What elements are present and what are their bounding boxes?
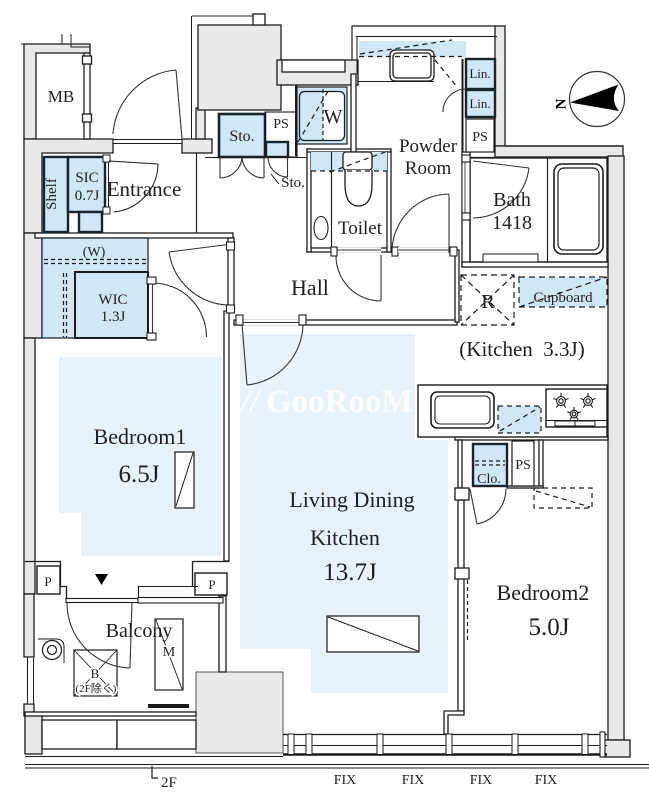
svg-text:Powder: Powder: [399, 136, 458, 157]
svg-text:B: B: [91, 666, 100, 681]
svg-text:(W): (W): [83, 245, 106, 260]
svg-text:2F: 2F: [161, 775, 177, 791]
svg-text:Bath: Bath: [493, 189, 531, 211]
svg-text:Clo.: Clo.: [477, 472, 501, 487]
svg-text:0.7J: 0.7J: [75, 188, 100, 204]
svg-text:W: W: [324, 106, 343, 128]
svg-text://: //: [239, 384, 262, 420]
svg-text:Bedroom1: Bedroom1: [94, 424, 187, 449]
svg-text:Cupboard: Cupboard: [533, 290, 593, 306]
svg-text:Sto.: Sto.: [281, 175, 305, 191]
svg-text:P: P: [44, 574, 51, 589]
svg-text:Lin.: Lin.: [469, 66, 490, 81]
svg-text:R: R: [481, 291, 495, 313]
svg-text:PS: PS: [273, 117, 289, 132]
svg-text:13.7J: 13.7J: [323, 559, 377, 586]
svg-text:Living Dining: Living Dining: [289, 487, 414, 512]
svg-text:PS: PS: [472, 130, 488, 145]
svg-text:5.0J: 5.0J: [529, 614, 570, 641]
svg-text:(2F除く): (2F除く): [76, 681, 117, 695]
svg-text:Hall: Hall: [291, 275, 329, 300]
svg-text:FIX: FIX: [334, 773, 357, 788]
svg-text:6.5J: 6.5J: [119, 461, 160, 488]
svg-text:FIX: FIX: [402, 773, 425, 788]
svg-text:Room: Room: [405, 158, 452, 179]
svg-text:Bedroom2: Bedroom2: [497, 580, 590, 605]
svg-text:N: N: [554, 98, 570, 109]
svg-text:GooRooM: GooRooM: [266, 384, 413, 420]
svg-text:P: P: [208, 577, 215, 592]
svg-text:SIC: SIC: [75, 170, 98, 186]
svg-text:WIC: WIC: [98, 292, 127, 308]
svg-text:Lin.: Lin.: [469, 96, 490, 111]
svg-text:M: M: [163, 645, 176, 660]
svg-text:Toilet: Toilet: [338, 218, 383, 239]
svg-text:1418: 1418: [492, 212, 532, 234]
svg-text:Kitchen: Kitchen: [310, 525, 380, 550]
svg-text:1.3J: 1.3J: [101, 309, 126, 325]
svg-text:Balcony: Balcony: [106, 620, 173, 642]
svg-text:Sto.: Sto.: [229, 128, 254, 145]
svg-text:Entrance: Entrance: [107, 177, 182, 201]
svg-text:FIX: FIX: [535, 773, 558, 788]
svg-text:PS: PS: [515, 458, 531, 473]
svg-text:(Kitchen 3.3J): (Kitchen 3.3J): [459, 337, 584, 361]
svg-text:FIX: FIX: [470, 773, 493, 788]
svg-text:Shelf: Shelf: [44, 178, 60, 210]
svg-text:MB: MB: [48, 87, 74, 106]
